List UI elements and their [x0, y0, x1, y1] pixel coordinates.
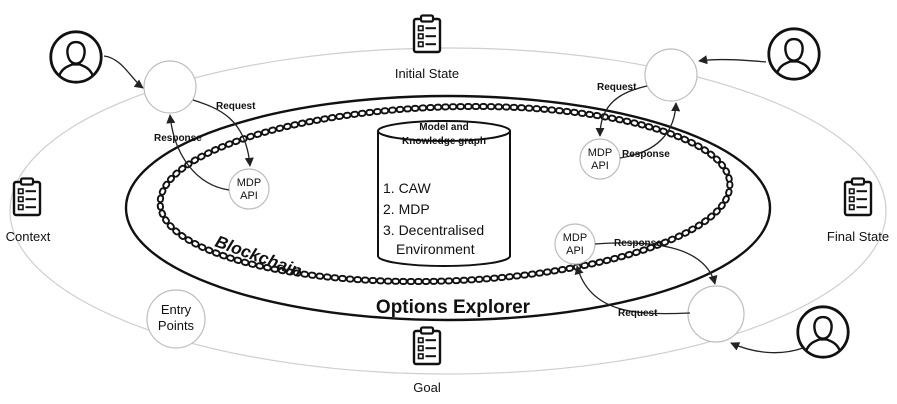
options-explorer-ellipse	[124, 94, 772, 322]
request-label-top-right: Request	[597, 82, 637, 93]
final-state-label: Final State	[827, 229, 889, 244]
agent-node-bottom-right	[687, 285, 745, 343]
user-icon	[796, 305, 850, 359]
request-arrow-left	[192, 99, 254, 167]
request-label-left: Request	[216, 101, 256, 112]
mdp-api-node-bottom-right	[554, 223, 596, 265]
database-item-mdp: 2. MDP	[383, 201, 430, 217]
outer-cycle-ellipse	[9, 47, 887, 375]
entry-points-label-line2: Points	[158, 318, 195, 333]
agent-node-top-left	[143, 60, 197, 114]
clipboard-icon	[412, 14, 442, 54]
agent-node-top-right	[644, 48, 698, 102]
response-arrow-bottom-right	[594, 242, 718, 285]
request-label-bottom-right: Request	[618, 308, 658, 319]
user-icon	[49, 30, 103, 84]
database-item-decentralised: 3. Decentralised	[383, 222, 484, 238]
user-to-node-arrow	[698, 55, 767, 65]
initial-state-label: Initial State	[395, 66, 459, 81]
response-label-left: Response	[154, 133, 202, 144]
database-title-line1: Model and	[419, 122, 468, 133]
user-to-node-arrow	[103, 55, 144, 89]
mdp-api-top-right-line1: MDP	[588, 147, 612, 159]
goal-label: Goal	[413, 380, 441, 395]
clipboard-icon	[12, 177, 42, 217]
response-arrow-left	[166, 114, 230, 191]
entry-points-node	[146, 289, 206, 349]
user-to-node-arrow	[730, 342, 804, 354]
user-icon	[767, 27, 821, 81]
mdp-api-node-left	[228, 168, 270, 210]
database-title-line2: Knowledge graph	[402, 136, 486, 147]
response-arrow-top-right	[619, 102, 681, 159]
database-item-environment: Environment	[396, 241, 475, 257]
blockchain-chain	[156, 102, 734, 286]
clipboard-icon	[412, 326, 442, 366]
mdp-api-left-line1: MDP	[237, 177, 261, 189]
database-item-caw: 1. CAW	[383, 180, 431, 196]
mdp-api-left-line2: API	[240, 190, 258, 202]
context-label: Context	[6, 229, 51, 244]
mdp-api-top-right-line2: API	[591, 160, 609, 172]
knowledge-graph-database	[377, 120, 511, 267]
clipboard-icon	[843, 177, 873, 217]
response-label-top-right: Response	[622, 149, 670, 160]
request-arrow-top-right	[595, 85, 648, 137]
entry-points-label-line1: Entry	[161, 302, 192, 317]
options-explorer-label: Options Explorer	[376, 297, 531, 318]
mdp-api-bottom-right-line2: API	[566, 245, 584, 257]
mdp-api-bottom-right-line1: MDP	[563, 232, 587, 244]
request-arrow-bottom-right	[574, 265, 691, 315]
mdp-api-node-top-right	[579, 138, 621, 180]
response-label-bottom-right: Response	[614, 238, 662, 249]
